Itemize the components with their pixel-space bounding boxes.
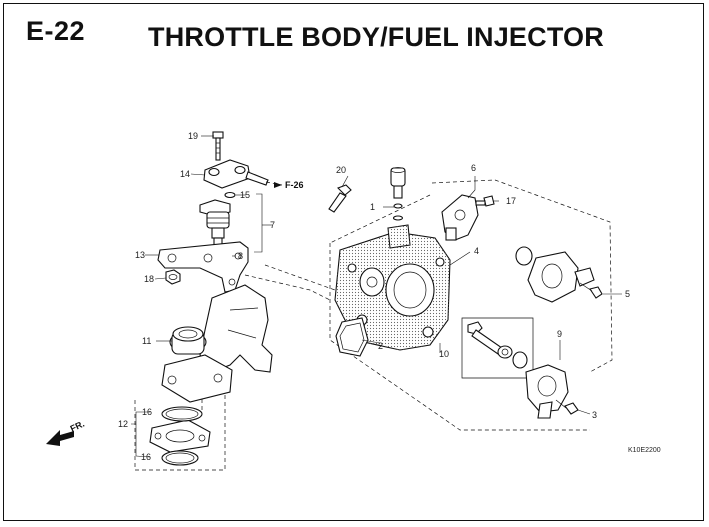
intake-pipe-11 [161, 284, 273, 403]
insulator-12 [149, 419, 211, 453]
callout-11: 11 [142, 336, 151, 346]
throttle-sensor-5 [527, 251, 595, 303]
fuel-system-reference: F-26 [285, 180, 304, 190]
reference-arrow-icon [274, 182, 282, 188]
valve-assembly-9 [525, 364, 569, 419]
leader-lines [131, 135, 622, 458]
o-ring-throttle [515, 246, 533, 266]
diagram-frame [3, 3, 704, 521]
callout-1: 1 [370, 202, 375, 212]
callout-15: 15 [240, 190, 250, 200]
gasket-2 [335, 317, 369, 357]
throttle-body-4 [334, 224, 451, 351]
parts-box-10 [461, 317, 534, 379]
bolt-17 [475, 195, 495, 207]
callout-17: 17 [506, 196, 516, 206]
bolt-20 [328, 184, 352, 213]
sensor-1 [390, 167, 406, 221]
callout-14: 14 [180, 169, 190, 179]
callout-7: 7 [270, 220, 275, 230]
callout-16-upper: 16 [142, 407, 152, 417]
assembly-boundary [134, 179, 613, 471]
callout-3: 3 [592, 410, 597, 420]
screw-5 [579, 282, 603, 299]
callout-18: 18 [144, 274, 154, 284]
page-title: THROTTLE BODY/FUEL INJECTOR [148, 22, 604, 52]
callout-8: 8 [238, 251, 243, 261]
callout-2: 2 [378, 341, 383, 351]
bolt-19 [212, 131, 224, 161]
o-ring-16-lower [161, 450, 199, 466]
fuel-joint-14 [203, 159, 283, 189]
callout-10: 10 [439, 349, 449, 359]
fuel-injector-7 [199, 199, 231, 247]
callout-13: 13 [135, 250, 145, 260]
front-direction-arrow-icon [46, 430, 74, 446]
callout-19: 19 [188, 131, 198, 141]
bolt-18 [165, 269, 181, 285]
callout-labels: 19 14 15 7 8 13 18 11 12 16 16 20 1 6 17… [118, 131, 630, 462]
sensor-bracket-6 [441, 194, 479, 241]
callout-9: 9 [557, 329, 562, 339]
injector-bracket-13 [157, 241, 249, 293]
front-marker: FR. [69, 419, 86, 434]
o-ring-16-upper [161, 406, 203, 422]
page-code: E-22 [26, 16, 86, 46]
callout-4: 4 [474, 246, 479, 256]
callout-12: 12 [118, 419, 128, 429]
drawing-code: K10E2200 [628, 447, 661, 454]
callout-20: 20 [336, 165, 346, 175]
callout-6: 6 [471, 163, 476, 173]
callout-5: 5 [625, 289, 630, 299]
callout-16-lower: 16 [141, 452, 151, 462]
o-ring-15 [224, 191, 236, 199]
